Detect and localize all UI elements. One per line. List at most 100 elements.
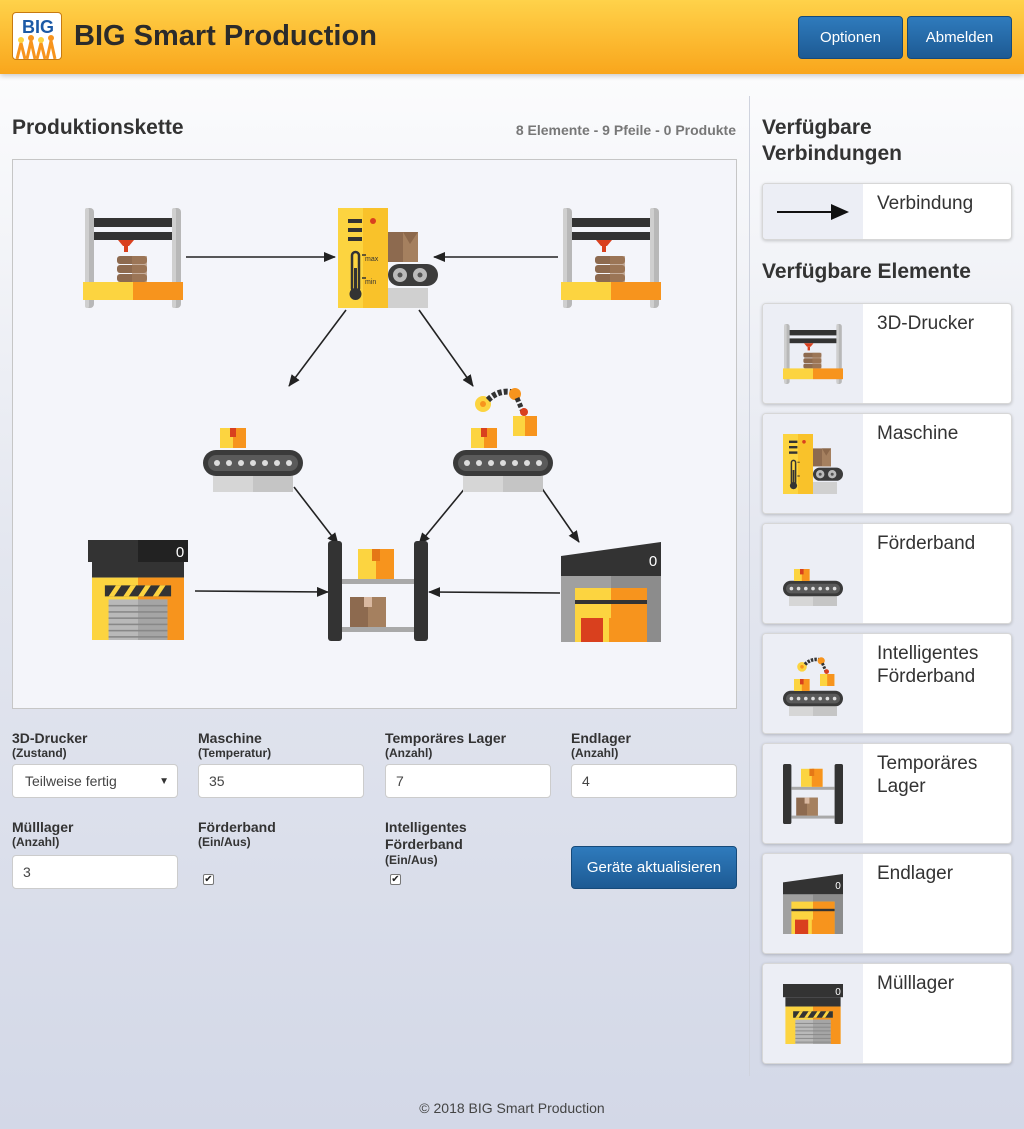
intelligent-sublabel: (Ein/Aus) [385,853,438,867]
node-maschine[interactable]: max min [336,206,440,310]
connection-label: Verbindung [877,193,974,214]
thumb-temporaeres-lager [763,744,863,843]
endlager-label: Endlager (Anzahl) [571,730,631,760]
drucker-label-text: 3D-Drucker [12,730,88,746]
foerderband-label-text: Förderband [198,819,276,835]
maschine-label: Maschine (Temperatur) [198,730,271,760]
production-canvas[interactable]: max min 0 0 [12,159,737,709]
thumb-intelligentes-foerderband [763,634,863,733]
big-logo[interactable]: BIG [12,12,62,60]
foerderband-sublabel: (Ein/Aus) [198,835,251,849]
element-label: Temporäres Lager [877,753,978,797]
element-label: Mülllager [877,973,955,994]
app-header: BIG BIG Smart Production Optionen Abmeld… [0,0,1024,74]
3d-printer-icon [783,324,843,384]
drucker-sublabel: (Zustand) [12,746,67,760]
drucker-state-value: Teilweise fertig [25,773,117,789]
chain-diagram[interactable]: max min 0 0 [13,160,738,710]
node-intelligentes-foerderband[interactable] [453,388,553,492]
muelllager-label: Mülllager (Anzahl) [12,819,73,849]
muelllager-count-input[interactable] [12,855,178,889]
footer: © 2018 BIG Smart Production [419,1100,605,1116]
node-endlager[interactable]: 0 [561,542,661,642]
intelligent-label-line1: Intelligentes [385,819,467,835]
garbage-storage-icon: 0 [783,984,843,1044]
app-title: BIG Smart Production [74,20,377,52]
intelligent-foerderband-checkbox[interactable]: ✔ [390,874,401,885]
connections-title: Verfügbare Verbindungen [762,115,902,167]
node-muelllager[interactable]: 0 [88,540,188,640]
arrow-machine-smartconveyor[interactable] [418,309,474,387]
logo-graphic: BIG [15,17,57,59]
endlager-label-text: Endlager [571,730,631,746]
arrow-smartconveyor-endlager[interactable] [540,486,580,543]
connections-title-line2: Verbindungen [762,142,903,165]
node-3d-drucker-1[interactable] [83,208,183,308]
intelligent-label-line2: Förderband [385,836,463,852]
connections-title-line1: Verfügbare [762,116,872,139]
drucker-state-select[interactable]: Teilweise fertig ▼ [12,764,178,798]
thumb-3d-drucker [763,304,863,403]
thumb-maschine [763,414,863,513]
element-card-3d-drucker[interactable]: 3D-Drucker [762,303,1012,404]
muelllager-count: 0 [176,544,184,561]
shelf-icon [783,764,843,824]
thumb-endlager: 0 [763,854,863,953]
muelllager-sublabel: (Anzahl) [12,835,60,849]
element-card-endlager[interactable]: 0 Endlager [762,853,1012,954]
dropdown-arrow-icon: ▼ [159,775,169,787]
node-foerderband[interactable] [203,428,303,492]
connection-thumb [763,184,863,239]
element-label: Endlager [877,863,954,884]
arrow-endlager-templager[interactable] [428,587,561,598]
maschine-sublabel: (Temperatur) [198,746,272,760]
arrow-conveyor-templager[interactable] [293,486,339,545]
maschine-temperature-input[interactable] [198,764,364,798]
element-label: Intelligentes Förderband [877,643,979,687]
muelllager-badge: 0 [835,987,841,998]
update-devices-button[interactable]: Geräte aktualisieren [571,846,737,889]
templager-count-input[interactable] [385,764,551,798]
connection-card[interactable]: Verbindung [762,183,1012,240]
element-card-foerderband[interactable]: Förderband [762,523,1012,624]
conveyor-icon [783,569,843,606]
sidebar-divider [749,96,750,1076]
warehouse-icon: 0 [783,874,843,934]
endlager-badge: 0 [835,881,841,892]
element-label: Förderband [877,533,976,554]
element-card-intelligentes-foerderband[interactable]: Intelligentes Förderband [762,633,1012,734]
chain-title: Produktionskette [12,116,184,139]
element-card-muelllager[interactable]: 0 Mülllager [762,963,1012,1064]
node-3d-drucker-2[interactable] [561,208,661,308]
svg-text:min: min [365,279,376,286]
svg-text:max: max [365,256,379,263]
endlager-count: 0 [649,553,657,570]
endlager-count-input[interactable] [571,764,737,798]
node-temporaeres-lager[interactable] [328,541,428,641]
element-card-temporaeres-lager[interactable]: Temporäres Lager [762,743,1012,844]
logo-text: BIG [22,17,54,37]
maschine-label-text: Maschine [198,730,262,746]
arrow-smartconveyor-templager[interactable] [418,486,467,545]
foerderband-checkbox[interactable]: ✔ [203,874,214,885]
arrow-machine-conveyor[interactable] [288,309,347,387]
endlager-sublabel: (Anzahl) [571,746,619,760]
options-button[interactable]: Optionen [798,16,903,59]
drucker-label: 3D-Drucker (Zustand) [12,730,87,760]
intelligent-label: Intelligentes Förderband (Ein/Aus) [385,819,467,867]
logout-button[interactable]: Abmelden [907,16,1012,59]
thumb-muelllager: 0 [763,964,863,1063]
connection-arrows[interactable] [186,252,580,598]
elements-title: Verfügbare Elemente [762,260,971,283]
muelllager-label-text: Mülllager [12,819,74,835]
element-card-maschine[interactable]: Maschine [762,413,1012,514]
templager-sublabel: (Anzahl) [385,746,433,760]
foerderband-label: Förderband (Ein/Aus) [198,819,276,849]
arrow-muelllager-templager[interactable] [194,586,329,597]
arrow-icon [777,204,849,220]
smart-conveyor-icon [783,655,843,716]
element-label: 3D-Drucker [877,313,975,334]
templager-label-text: Temporäres Lager [385,730,507,746]
thumb-foerderband [763,524,863,623]
element-label: Maschine [877,423,959,444]
